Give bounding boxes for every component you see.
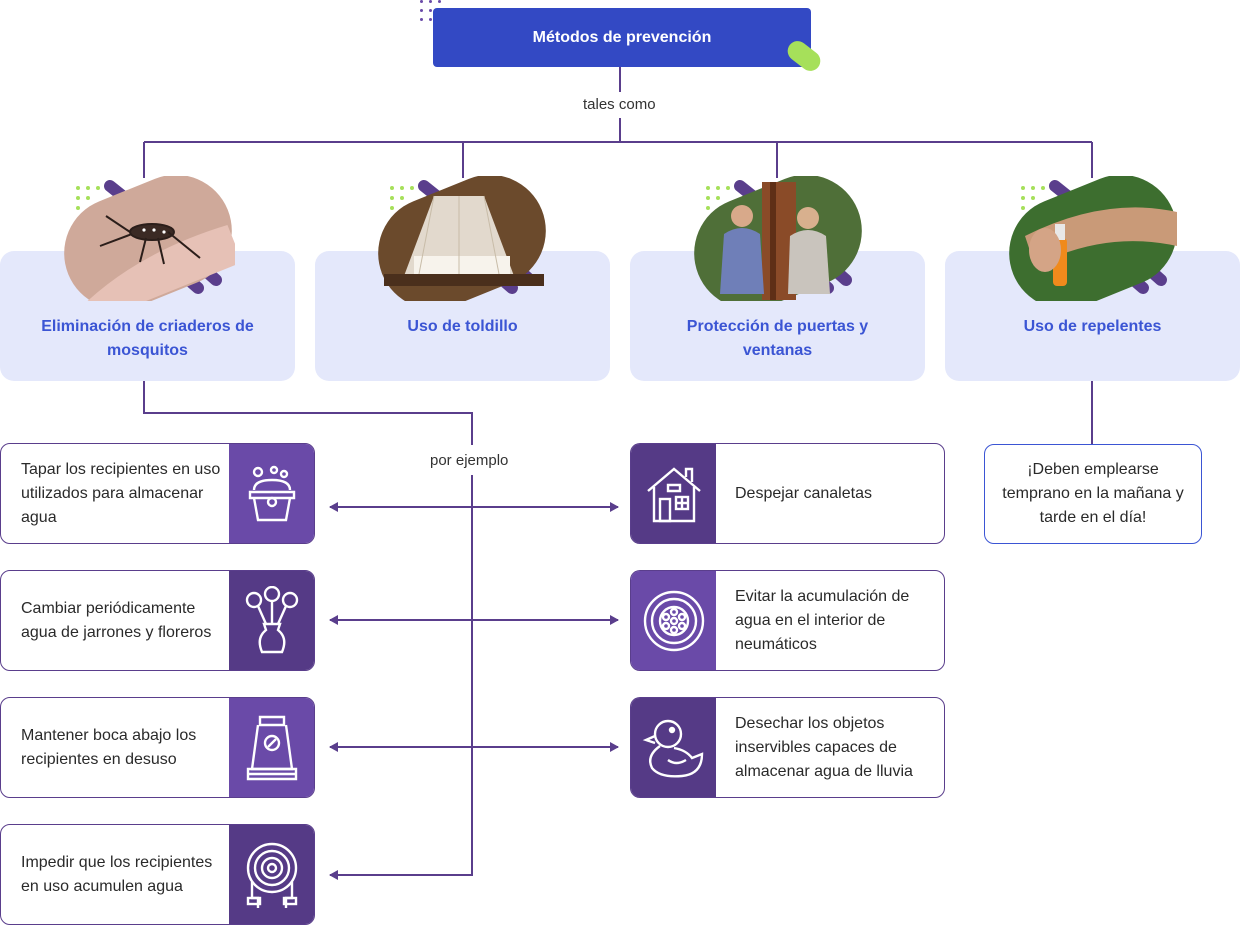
repellent-spray-photo [1009, 176, 1177, 301]
item-text: Tapar los recipientes en uso utilizados … [21, 460, 221, 526]
upside-down-container-icon [229, 698, 314, 797]
connector-label-for-example: por ejemplo [426, 452, 513, 469]
list-item-clear-gutters: Despejar canaletas [630, 443, 945, 544]
list-item-cover-containers: Tapar los recipientes en uso utilizados … [0, 443, 315, 544]
category-title: Uso de repelentes [1023, 318, 1162, 335]
flower-vase-icon [229, 571, 314, 670]
category-title: Eliminación de criaderos de mosquitos [41, 318, 254, 359]
category-repellents: Uso de repelentes [945, 251, 1240, 381]
list-item-discard-objects: Desechar los objetos inservibles capaces… [630, 697, 945, 798]
item-text: Evitar la acumulación de agua en el inte… [735, 587, 910, 653]
list-item-tires: Evitar la acumulación de agua en el inte… [630, 570, 945, 671]
rubber-duck-icon [631, 698, 716, 797]
house-icon [631, 444, 716, 543]
mosquito-photo [64, 176, 235, 301]
item-text: Impedir que los recipientes en uso acumu… [21, 853, 213, 895]
item-text: Desechar los objetos inservibles capaces… [735, 714, 913, 780]
item-text: Cambiar periódicamente agua de jarrones … [21, 599, 212, 641]
bucket-icon [229, 444, 314, 543]
list-item-prevent-accumulation: Impedir que los recipientes en uso acumu… [0, 824, 315, 925]
category-title: Uso de toldillo [407, 318, 518, 335]
list-item-upside-down-containers: Mantener boca abajo los recipientes en d… [0, 697, 315, 798]
root-title: Métodos de prevención [532, 28, 712, 46]
people-at-door-photo [694, 176, 862, 301]
bed-net-photo [378, 176, 546, 301]
item-text: Mantener boca abajo los recipientes en d… [21, 726, 197, 768]
root-node: Métodos de prevención [433, 8, 811, 67]
item-text: Despejar canaletas [735, 484, 872, 502]
repellent-note: ¡Deben emplearse temprano en la mañana y… [984, 444, 1202, 544]
category-doors-windows: Protección de puertas y ventanas [630, 251, 925, 381]
tire-icon [631, 571, 716, 670]
category-title: Protección de puertas y ventanas [686, 318, 869, 359]
connector-label-such-as: tales como [579, 96, 660, 113]
note-text: ¡Deben emplearse temprano en la mañana y… [1002, 461, 1184, 526]
list-item-change-vase-water: Cambiar periódicamente agua de jarrones … [0, 570, 315, 671]
hose-icon [229, 825, 314, 924]
